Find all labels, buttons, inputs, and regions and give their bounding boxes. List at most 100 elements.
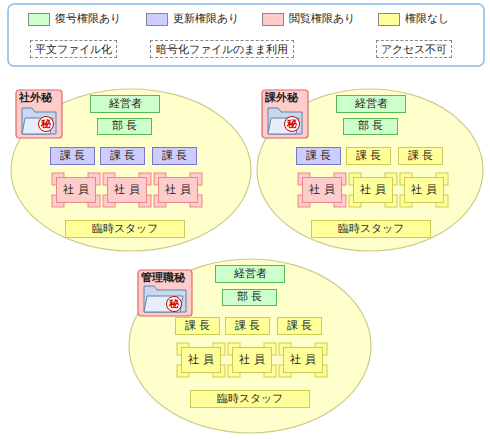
legend-swatch [28, 13, 50, 26]
secret-stamp: 秘 [284, 116, 300, 132]
role-box: 課 長 [50, 147, 95, 165]
role-box: 課 長 [398, 147, 443, 165]
role-box: 課 長 [175, 317, 220, 335]
folder [22, 108, 56, 134]
secret-folder-icon [16, 90, 62, 138]
legend-text: 更新権限あり [173, 13, 239, 25]
role-box: 臨時スタッフ [311, 220, 431, 238]
role-name: 社 員 [63, 184, 89, 196]
secret-folder-icon [138, 270, 192, 316]
role-name: 課 長 [60, 150, 86, 162]
role-box: 課 長 [225, 317, 270, 335]
group-outline [129, 259, 371, 433]
group-outline [11, 89, 251, 251]
folder-sheet [144, 296, 183, 312]
role-name: 課 長 [408, 150, 434, 162]
role-name: 部 長 [112, 120, 138, 132]
legend-frame [0, 0, 490, 70]
permission-note: 暗号化ファイルのまま利用 [150, 40, 294, 58]
staff-box: 社 員 [56, 177, 96, 203]
role-name: 臨時スタッフ [217, 393, 283, 405]
role-name: 部 長 [358, 120, 384, 132]
permission-group: 課外秘経営者部 長課 長 課 長 課 長社 員 社 員 社 員臨時スタッフ [256, 88, 484, 252]
secret-folder-icon [262, 90, 308, 138]
legend-entry: 更新権限あり [146, 13, 239, 26]
staff-main [354, 178, 393, 203]
role-box: 課 長 [152, 147, 197, 165]
icon-frame [262, 90, 308, 138]
role-name: 臨時スタッフ [338, 223, 404, 235]
staff-main [108, 178, 147, 203]
staff-box: 社 員 [107, 177, 147, 203]
role-name: 臨時スタッフ [92, 223, 158, 235]
role-name: 社 員 [165, 184, 191, 196]
role-name: 課 長 [162, 150, 188, 162]
secrecy-level: 管理職秘 [140, 272, 186, 284]
staff-box: 社 員 [283, 347, 323, 373]
staff-main [57, 178, 96, 203]
role-name: 社 員 [411, 184, 437, 196]
staff-main [233, 348, 272, 373]
staff-box: 社 員 [232, 347, 272, 373]
staff-box: 社 員 [353, 177, 393, 203]
folder [268, 108, 302, 134]
role-box: 経営者 [90, 95, 160, 113]
role-name: 経営者 [355, 98, 388, 110]
role-box: 臨時スタッフ [190, 390, 310, 408]
role-box: 経営者 [336, 95, 406, 113]
legend-swatch [262, 13, 284, 26]
role-name: 社 員 [188, 354, 214, 366]
staff-main [159, 178, 198, 203]
role-name: 課 長 [356, 150, 382, 162]
role-name: 課 長 [287, 320, 313, 332]
secrecy-level: 社外秘 [18, 92, 53, 104]
legend-border [8, 4, 484, 66]
role-box: 部 長 [97, 118, 152, 135]
role-name: 課 長 [235, 320, 261, 332]
permission-group: 管理職秘 経営者部 長課 長 課 長 課 長社 員 社 員 社 員臨時スタッフ [128, 258, 372, 434]
legend-text: 権限なし [405, 13, 449, 25]
staff-box: 社 員 [302, 177, 342, 203]
icon-frame [138, 270, 192, 316]
legend-text: 復号権限あり [55, 13, 121, 25]
role-name: 経営者 [234, 268, 267, 280]
role-box: 部 長 [343, 118, 398, 135]
staff-main [303, 178, 342, 203]
role-box: 課 長 [296, 147, 341, 165]
role-box: 経営者 [215, 265, 285, 283]
staff-main [405, 178, 444, 203]
staff-box: 社 員 [181, 347, 221, 373]
role-box: 課 長 [346, 147, 391, 165]
staff-main [284, 348, 323, 373]
legend-entry: 復号権限あり [28, 13, 121, 26]
legend-swatch [146, 13, 168, 26]
role-name: 経営者 [109, 98, 142, 110]
secrecy-level: 課外秘 [264, 92, 299, 104]
role-name: 部 長 [237, 291, 263, 303]
role-box: 部 長 [222, 289, 277, 306]
staff-box: 社 員 [404, 177, 444, 203]
legend-entry: 閲覧権限あり [262, 13, 355, 26]
role-name: 社 員 [309, 184, 335, 196]
icon-frame [16, 90, 62, 138]
secret-stamp: 秘 [166, 296, 182, 312]
role-name: 課 長 [185, 320, 211, 332]
role-box: 課 長 [100, 147, 145, 165]
role-box: 臨時スタッフ [65, 220, 185, 238]
role-name: 社 員 [239, 354, 265, 366]
role-name: 社 員 [290, 354, 316, 366]
legend-swatch [378, 13, 400, 26]
role-name: 課 長 [110, 150, 136, 162]
folder [144, 286, 186, 312]
group-outline [257, 89, 483, 251]
role-name: 社 員 [360, 184, 386, 196]
secret-stamp: 秘 [38, 116, 54, 132]
legend-entry: 権限なし [378, 13, 449, 26]
staff-box: 社 員 [158, 177, 198, 203]
permission-note: アクセス不可 [376, 40, 452, 58]
role-name: 課 長 [306, 150, 332, 162]
permission-group: 社外秘経営者部 長課 長 課 長 課 長社 員 社 員 社 員臨時スタッフ [10, 88, 252, 252]
staff-main [182, 348, 221, 373]
legend-text: 閲覧権限あり [289, 13, 355, 25]
permission-note: 平文ファイル化 [30, 40, 117, 58]
